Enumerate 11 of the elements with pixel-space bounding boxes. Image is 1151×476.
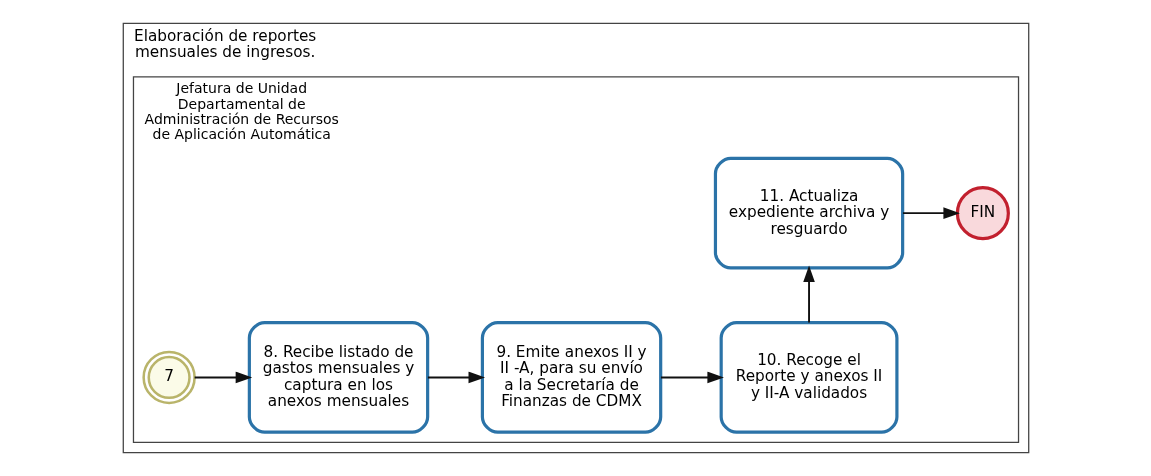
node-box: 9. Emite anexos II y II -A, para su envío a la Secretaría de Finanzas de CDMX: [480, 321, 662, 434]
node-circle: FIN: [955, 186, 1010, 241]
arrow: [802, 265, 815, 324]
node-box: 11. Actualiza expediente archiva y resguardo: [713, 156, 904, 270]
arrow: [901, 207, 960, 219]
node-box: 8. Recibe listado de gastos mensuales y captura en los anexos mensuales: [247, 321, 429, 434]
arrow: [193, 371, 252, 384]
arrow: [659, 371, 724, 384]
node-box: 10. Recoge el Reporte y anexos II y II-A validados: [719, 321, 898, 434]
arrow: [426, 371, 485, 384]
node-circle: 7: [141, 350, 196, 405]
